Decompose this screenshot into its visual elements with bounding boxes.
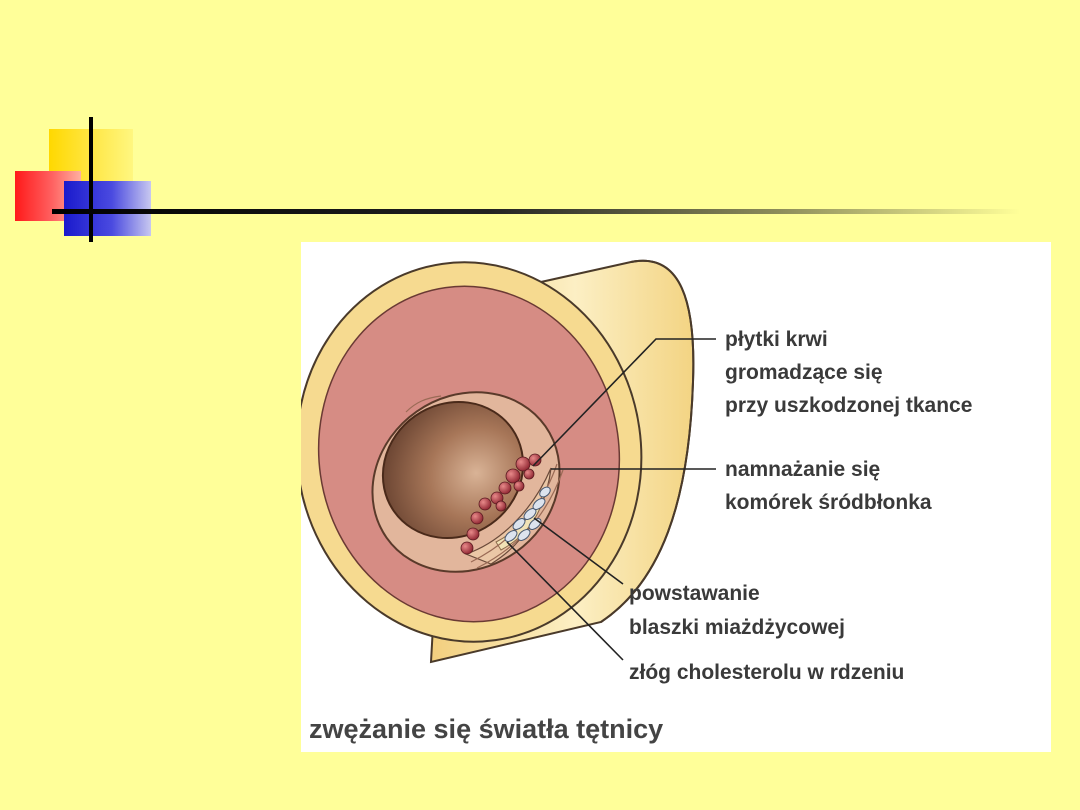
label-plaque-line-1: powstawanie [629, 582, 760, 605]
label-cholesterol: złóg cholesterolu w rdzeniu [629, 661, 905, 684]
leader-lines [506, 338, 716, 661]
leader-line-plaque [533, 517, 624, 585]
figure-caption: zwężanie się światła tętnicy [309, 714, 664, 744]
platelets [460, 453, 542, 555]
label-endothelium-line-1: namnażanie się [725, 458, 881, 481]
artery-illustration [301, 259, 716, 664]
plaque-cells [504, 486, 551, 542]
label-platelets-line-3: przy uszkodzonej tkance [725, 394, 973, 417]
label-platelets-line-2: gromadzące się [725, 361, 883, 384]
label-plaque-line-2: blaszki miażdżycowej [629, 616, 845, 639]
artery-cross-section-figure: płytki krwi gromadzące się przy uszkodzo… [301, 242, 1051, 752]
leader-line-platelets [532, 338, 716, 467]
label-endothelium-line-2: komórek śródbłonka [725, 491, 932, 514]
blue-square-decoration [64, 181, 151, 236]
vertical-rule-decoration [89, 117, 93, 242]
horizontal-rule-decoration [52, 209, 1020, 214]
leader-line-cholesterol [506, 541, 624, 661]
label-platelets-line-1: płytki krwi [725, 328, 828, 351]
